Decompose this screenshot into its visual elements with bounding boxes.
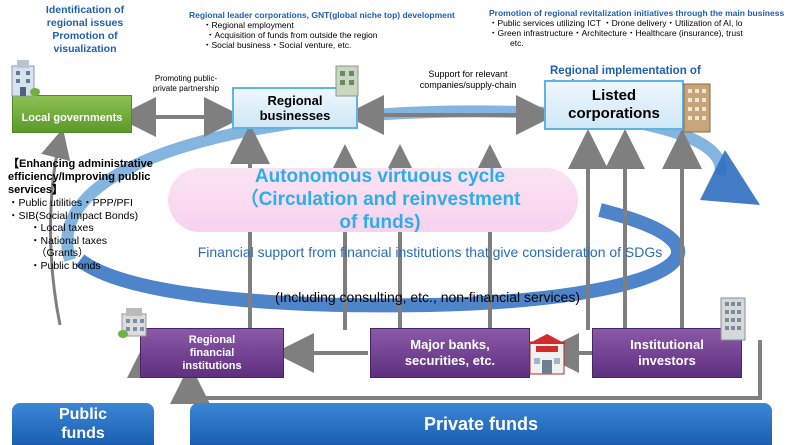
private-funds-box[interactable]: Private funds: [190, 403, 772, 445]
admin-item: ・Public bonds: [30, 259, 101, 272]
skyscraper-icon: [718, 296, 748, 342]
revitalization-item: ・Green infrastructure・Architecture・Healt…: [489, 28, 743, 38]
admin-item: ・National taxes: [30, 234, 108, 247]
regional-businesses-label: Regional businesses: [259, 93, 331, 123]
revitalization-title: Promotion of regional revitalization ini…: [489, 8, 785, 18]
admin-item: ・Local taxes: [30, 222, 94, 234]
office-tower-icon: [682, 82, 712, 134]
regional-leader-title: Regional leader corporations, GNT(global…: [189, 10, 455, 20]
non-financial-text: (Including consulting, etc., non-financi…: [274, 289, 581, 305]
financial-support-text: Financial support from financial institu…: [197, 244, 663, 260]
admin-item: （Grants）: [36, 247, 89, 259]
factory-icon: [333, 60, 363, 98]
public-funds-box[interactable]: Public funds: [12, 403, 154, 445]
major-banks-box[interactable]: Major banks, securities, etc.: [370, 328, 530, 378]
major-banks-label: Major banks, securities, etc.: [404, 337, 496, 368]
identification-line-2: regional issues: [46, 17, 124, 29]
cycle-title-line-3: of funds): [339, 212, 421, 233]
cycle-swirl-arrowhead: [700, 150, 760, 205]
institutional-investors-box[interactable]: Institutional investors: [592, 328, 742, 378]
listed-corporations-label: Listed corporations: [568, 87, 660, 122]
cycle-title-line-1: Autonomous virtuous cycle: [254, 166, 506, 187]
public-funds-label: Public funds: [58, 406, 107, 442]
identification-line-4: visualization: [53, 43, 117, 55]
regional-leader-item: ・Regional employment: [203, 20, 294, 30]
cycle-background: [168, 168, 578, 232]
regional-leader-item: ・Acquisition of funds from outside the r…: [206, 30, 378, 40]
support-label: Support for relevant companies/supply-ch…: [419, 69, 517, 90]
private-funds-label: Private funds: [423, 413, 539, 434]
cycle-swirl-bottom: [75, 203, 686, 313]
listed-corporations-box[interactable]: Listed corporations: [544, 80, 684, 130]
admin-note: 【Enhancing administrative efficiency/Imp…: [8, 158, 188, 272]
identification-note: Identification of regional issues Promot…: [10, 4, 160, 56]
regional-leader-note: Regional leader corporations, GNT(global…: [189, 10, 489, 50]
admin-item: ・Public utilities・PPP/PFI: [8, 197, 133, 209]
admin-title: 【Enhancing administrative efficiency/Imp…: [8, 158, 153, 196]
cycle-title: Autonomous virtuous cycle （Circulation a…: [180, 165, 580, 234]
institutional-investors-label: Institutional investors: [630, 337, 704, 368]
bank-icon: [118, 304, 152, 338]
identification-line-1: Identification of: [45, 4, 125, 16]
revitalization-note: Promotion of regional revitalization ini…: [489, 8, 798, 48]
identification-line-3: Promotion of: [52, 30, 118, 42]
regional-financial-label: Regional financial institutions: [182, 333, 242, 372]
regional-leader-item: ・Social business・Social venture, etc.: [203, 40, 352, 50]
arrow-private-loop: [170, 340, 762, 404]
revitalization-item: etc.: [510, 38, 524, 48]
local-governments-label: Local governments: [21, 112, 123, 124]
revitalization-item: ・Public services utilizing ICT ・Drone de…: [489, 18, 743, 28]
ppp-label: Promoting public-private partnership: [152, 74, 220, 93]
admin-item: ・SIB(Social Impact Bonds): [8, 209, 139, 222]
regional-financial-box[interactable]: Regional financial institutions: [140, 328, 284, 378]
building-icon: [8, 58, 40, 98]
cycle-title-line-2: （Circulation and reinvestment: [239, 189, 521, 210]
arrow-inst-gov: [41, 128, 71, 326]
local-governments-box[interactable]: Local governments: [12, 95, 132, 133]
bank-branch-icon: [526, 332, 568, 376]
